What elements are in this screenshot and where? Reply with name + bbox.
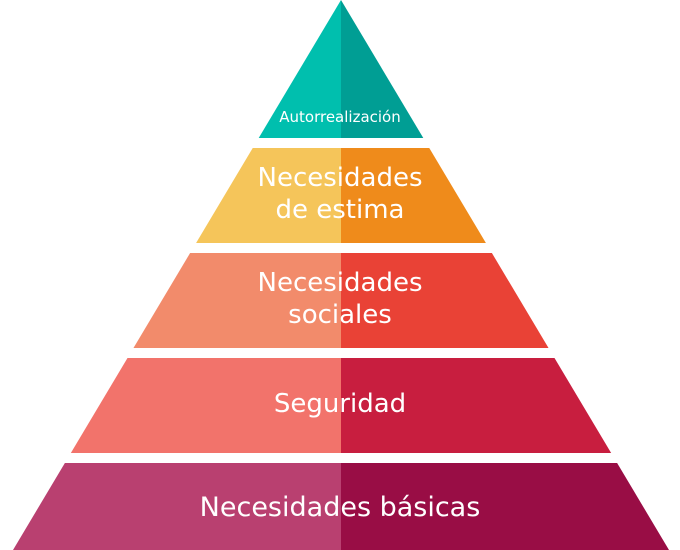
pyramid-tier-2-left — [196, 148, 341, 243]
pyramid-tier-1-right — [341, 0, 424, 138]
tier-label-sociales-line2: sociales — [288, 299, 392, 330]
tier-label-autorrealizacion: Autorrealización — [279, 108, 401, 126]
pyramid-tier-5-left — [13, 463, 341, 550]
pyramid-tier-3-left — [133, 253, 341, 348]
tier-label-basicas: Necesidades básicas — [199, 492, 481, 523]
pyramid-tier-2-right — [341, 148, 486, 243]
pyramid-tier-5-right — [341, 463, 669, 550]
tier-label-sociales: Necesidades sociales — [0, 268, 680, 331]
tier-label-estima-line1: Necesidades — [257, 163, 423, 193]
tier-label-sociales-line1: Necesidades — [257, 268, 423, 298]
pyramid-tier-1-left — [258, 0, 341, 138]
pyramid-tier-4-left — [70, 358, 341, 453]
pyramid-tier-3-right — [341, 253, 549, 348]
pyramid-tier-4-right — [341, 358, 612, 453]
tier-label-estima-line2: de estima — [275, 194, 405, 225]
tier-label-estima: Necesidades de estima — [0, 163, 680, 226]
tier-label-seguridad: Seguridad — [273, 389, 407, 419]
